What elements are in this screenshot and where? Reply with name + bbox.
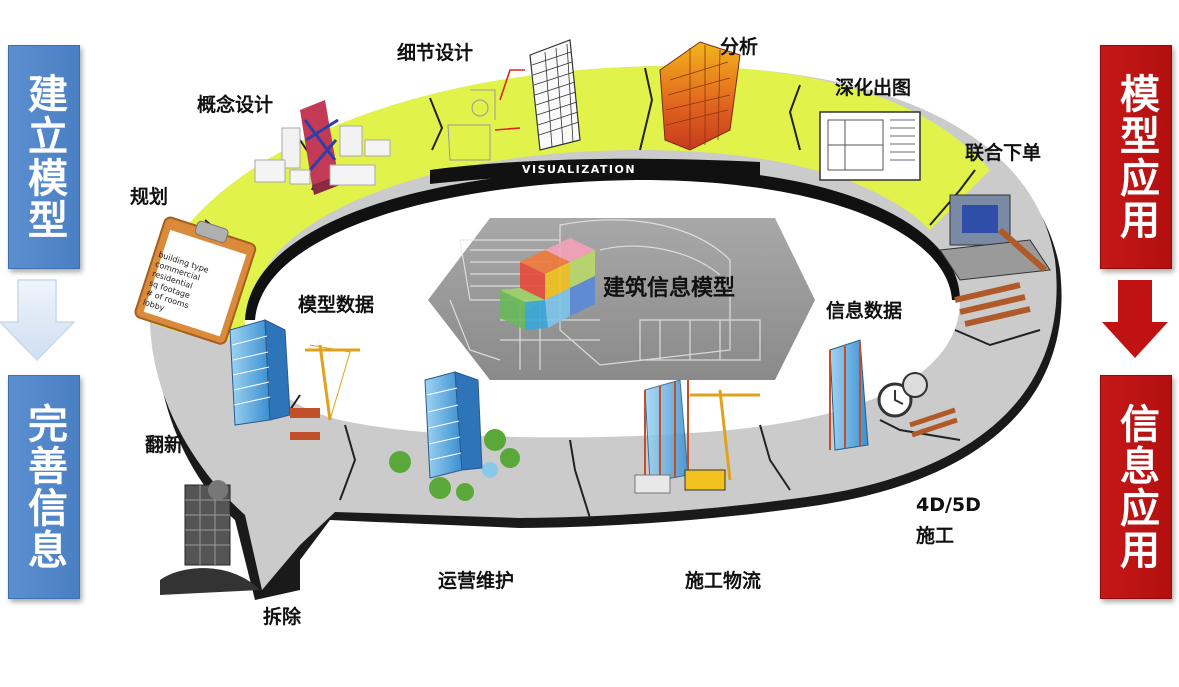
build-model-label: 建立模型 [21, 73, 67, 241]
building-clock-icon [829, 339, 958, 451]
stage-operation: 运营维护 [438, 570, 515, 592]
info-application-label: 信息应用 [1113, 403, 1159, 571]
stage-model-data: 模型数据 [298, 294, 375, 316]
stage-construction-4d5d: 4D/5D [916, 494, 981, 516]
prefab-machine-icon [939, 194, 1051, 327]
model-application-label: 模型应用 [1113, 73, 1159, 241]
floor-plan-icon [819, 111, 921, 181]
stage-joint-order: 联合下单 [965, 142, 1042, 164]
stage-info-data: 信息数据 [826, 300, 903, 322]
stage-analysis: 分析 [720, 36, 759, 58]
detail-tower-icon [447, 39, 581, 161]
lifecycle-ring [149, 65, 1062, 601]
stage-logistics: 施工物流 [685, 570, 762, 592]
demolition-icon [160, 480, 260, 595]
building-crane-icon-left [229, 319, 360, 440]
clipboard-icon [134, 216, 257, 345]
info-application-bar: 信息应用 [1100, 375, 1172, 599]
down-arrow-blue [0, 279, 76, 362]
construction-site-icon [634, 379, 760, 494]
analysis-heatmap-icon [659, 41, 741, 151]
stage-concept-design: 概念设计 [197, 94, 274, 116]
build-model-bar: 建立模型 [8, 45, 80, 269]
model-application-bar: 模型应用 [1100, 45, 1172, 269]
complete-info-bar: 完善信息 [8, 375, 80, 599]
down-arrow-red [1102, 280, 1168, 358]
visualization-banner: VISUALIZATION [522, 163, 637, 176]
stage-construction: 施工 [916, 525, 955, 547]
bim-cube-logo [500, 238, 595, 330]
stage-plan: 规划 [130, 186, 169, 208]
center-hexagon [428, 218, 815, 380]
stage-demolish: 拆除 [263, 606, 302, 628]
building-trees-icon [389, 371, 520, 501]
center-title: 建筑信息模型 [603, 276, 736, 301]
stage-renovate: 翻新 [145, 434, 184, 456]
complete-info-label: 完善信息 [21, 403, 67, 571]
stage-detail-design: 细节设计 [397, 42, 474, 64]
stage-deepen-drawing: 深化出图 [835, 77, 912, 99]
concept-buildings-icon [254, 100, 391, 195]
